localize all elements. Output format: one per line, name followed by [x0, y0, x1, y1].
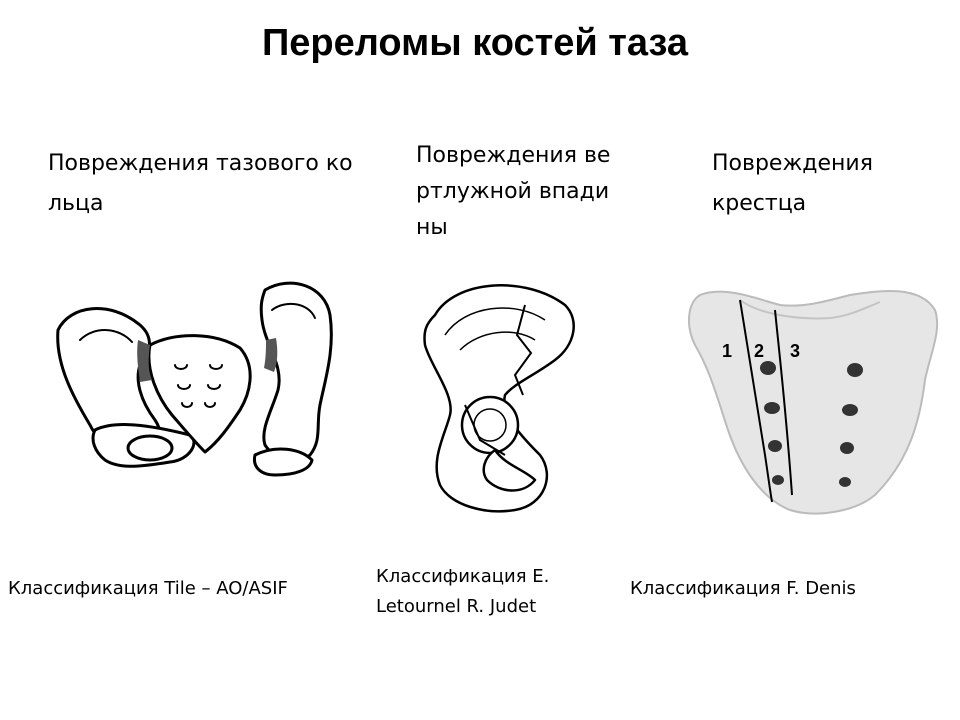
- acetabulum-drawing: [423, 284, 575, 513]
- zone-label-1: 1: [722, 341, 732, 361]
- sacrum-drawing: 1 2 3: [688, 289, 939, 515]
- slide-title: Переломы костей таза: [0, 22, 960, 65]
- tile-classification-caption: Классификация Tile – AO/ASIF: [8, 578, 288, 599]
- pelvic-ring-drawing: [56, 281, 333, 477]
- sacrum-heading: Повреждения крестца: [712, 151, 873, 216]
- acetabulum-illustration: [405, 265, 595, 530]
- acetabulum-heading: Повреждения ве ртлужной впади ны: [416, 143, 611, 240]
- pelvic-ring-heading: Повреждения тазового ко льца: [48, 151, 353, 216]
- sacrum-illustration: 1 2 3: [680, 280, 945, 520]
- pelvic-ring-illustration: [40, 270, 340, 510]
- slide-title-text: Переломы костей таза: [261, 22, 688, 64]
- zone-label-2: 2: [754, 341, 764, 361]
- letournel-classification-caption: Классификация E. Letournel R. Judet: [376, 566, 550, 617]
- zone-label-3: 3: [790, 341, 800, 361]
- denis-classification-caption: Классификация F. Denis: [630, 578, 856, 599]
